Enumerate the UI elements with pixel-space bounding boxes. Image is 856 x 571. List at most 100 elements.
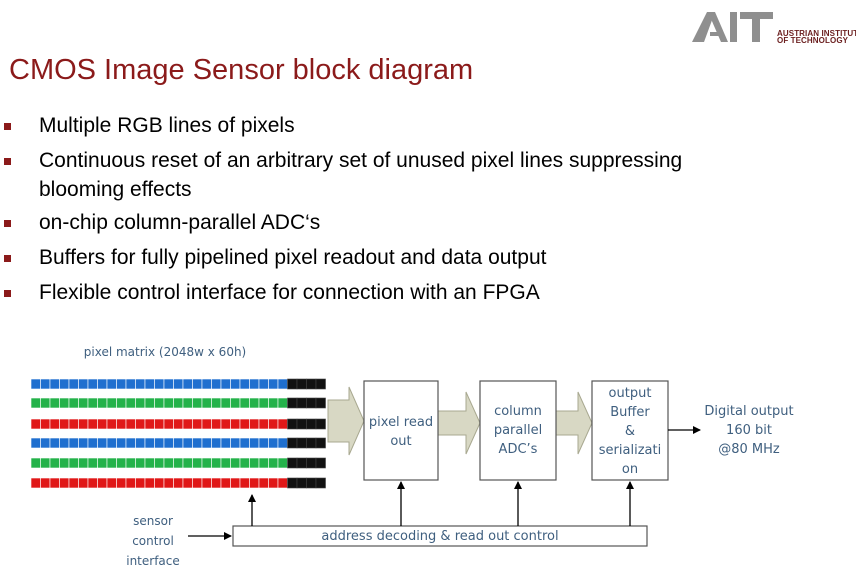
pixel-cell [78,457,89,469]
pixel-cell [182,437,193,449]
pixel-cell [182,457,193,469]
pixel-cell [40,457,51,469]
pixel-cell [135,397,146,409]
pixel-cell [258,378,269,390]
pixel-cell [87,477,98,489]
pixel-cell [239,378,250,390]
pixel-cell [59,397,70,409]
bullet-square-icon [4,123,11,130]
pixel-cell [30,457,41,469]
pixel-cell [154,457,165,469]
pixel-cell [144,457,155,469]
sensor-interface-label: interface [126,554,180,568]
pixel-cell [315,378,326,390]
pixel-cell [296,477,307,489]
digital-output-label: @80 MHz [718,442,780,457]
pixel-cell [106,437,117,449]
pixel-cell [40,397,51,409]
pixel-cell [239,437,250,449]
pixel-cell [277,437,288,449]
pixel-cell [306,378,317,390]
pixel-cell [144,437,155,449]
pixel-cell [78,477,89,489]
pixel-cell [315,477,326,489]
pixel-readout-box [363,380,439,481]
pixel-cell [287,418,298,430]
pixel-cell [163,397,174,409]
pixel-cell [258,418,269,430]
pixel-cell [163,378,174,390]
pixel-cell [287,457,298,469]
output-buffer-label: & [625,424,635,439]
bullet-square-icon [4,158,11,165]
pixel-cell [249,437,260,449]
output-buffer-label: output [609,386,652,401]
pixel-row-blue [30,437,326,449]
bullet-text: Buffers for fully pipelined pixel readou… [39,246,547,269]
pixel-readout-label: out [390,434,411,449]
pixel-cell [182,397,193,409]
sensor-interface-label: sensor [133,514,173,528]
pixel-cell [144,397,155,409]
pixel-cell [106,457,117,469]
pixel-cell [78,378,89,390]
pixel-cell [287,437,298,449]
bullet-text: on-chip column-parallel ADC‘s [39,211,321,234]
pixel-cell [68,477,79,489]
pixel-cell [306,418,317,430]
pixel-matrix-label: pixel matrix (2048w x 60h) [84,345,246,359]
ait-logo-mark [692,12,773,42]
pixel-cell [192,457,203,469]
pixel-cell [220,418,231,430]
pixel-cell [173,378,184,390]
pixel-cell [230,378,241,390]
pixel-cell [173,397,184,409]
pixel-cell [296,437,307,449]
pixel-cell [173,437,184,449]
pixel-cell [106,477,117,489]
adc-label: ADC’s [499,442,538,457]
pixel-cell [68,397,79,409]
pixel-cell [249,378,260,390]
pixel-cell [59,437,70,449]
pixel-cell [277,397,288,409]
bullet-text: blooming effects [39,178,192,201]
bullet-text: Continuous reset of an arbitrary set of … [39,149,683,172]
pixel-cell [239,397,250,409]
pixel-row-green [30,457,326,469]
pixel-cell [125,418,136,430]
pixel-cell [258,437,269,449]
pixel-cell [97,457,108,469]
pixel-cell [68,418,79,430]
pixel-cell [315,437,326,449]
pixel-cell [116,397,127,409]
pixel-cell [49,457,60,469]
pixel-cell [173,457,184,469]
pixel-cell [287,397,298,409]
matrix-to-readout-arrow [327,386,365,456]
pixel-cell [287,378,298,390]
pixel-cell [87,418,98,430]
pixel-cell [68,437,79,449]
pixel-cell [192,418,203,430]
pixel-cell [220,378,231,390]
pixel-cell [201,418,212,430]
sensor-interface-label: control [132,534,174,548]
pixel-row-blue [30,378,326,390]
readout-to-adc-arrow [437,391,481,455]
bullet-square-icon [4,290,11,297]
adc-label: column [494,404,542,419]
pixel-cell [239,457,250,469]
pixel-cell [296,457,307,469]
pixel-cell [49,378,60,390]
pixel-cell [220,457,231,469]
pixel-cell [125,457,136,469]
pixel-cell [277,457,288,469]
adc-box [479,380,557,481]
pixel-cell [125,397,136,409]
pixel-cell [182,378,193,390]
pixel-cell [78,418,89,430]
pixel-cell [59,378,70,390]
pixel-cell [106,397,117,409]
